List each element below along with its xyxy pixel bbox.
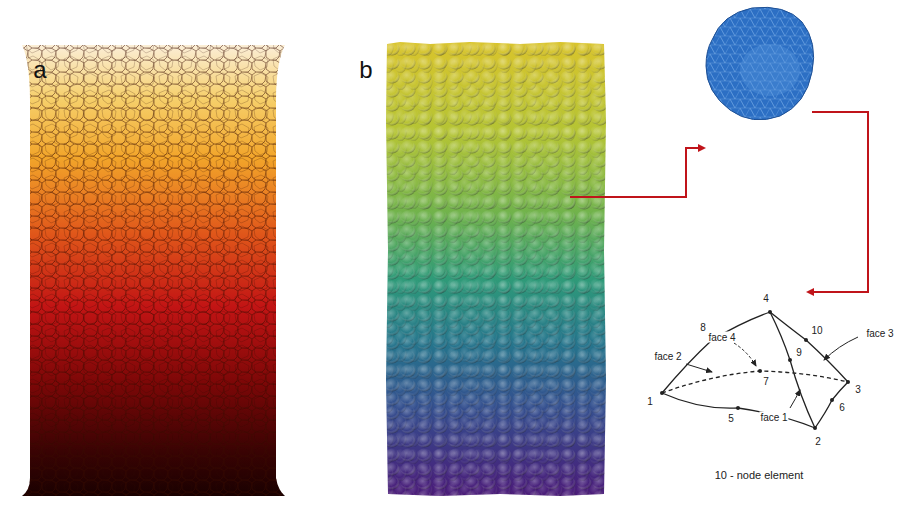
face-label: face 3	[865, 328, 894, 339]
leader-arrow	[570, 112, 868, 292]
node-number: 4	[762, 293, 770, 304]
node-number: 5	[727, 413, 735, 424]
node-number: 2	[814, 436, 822, 447]
panel-letter: a	[32, 57, 47, 83]
face-label: face 2	[653, 351, 682, 362]
face-label: face 4	[707, 332, 736, 343]
panel-letter: b	[358, 57, 373, 83]
node-number: 1	[646, 396, 654, 407]
cell-column	[22, 45, 285, 496]
node-number: 8	[699, 322, 707, 333]
face-label: face 1	[759, 412, 788, 423]
element-caption: 10 - node element	[714, 469, 805, 481]
node-number: 9	[795, 347, 803, 358]
face-pointer	[686, 337, 858, 408]
tetra-element	[660, 310, 850, 430]
node-number: 6	[838, 402, 846, 413]
grain-mesh	[700, 0, 820, 130]
grain-column	[386, 42, 606, 496]
node-number: 7	[762, 376, 770, 387]
node-number: 10	[810, 325, 823, 336]
node-number: 3	[854, 384, 862, 395]
